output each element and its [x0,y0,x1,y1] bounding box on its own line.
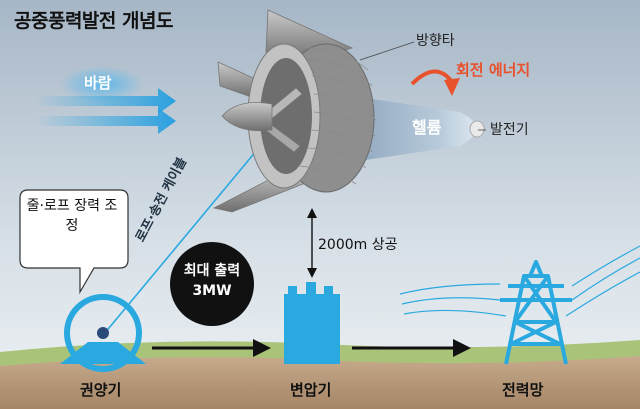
transformer-terminal-3 [324,286,333,296]
transformer-label: 변압기 [290,381,332,399]
winch-label: 권양기 [80,381,122,399]
wind-arrow-1 [36,88,176,114]
tension-speech-bubble [19,189,129,295]
rotation-arrow-head [444,78,460,96]
generator-cap [469,120,485,138]
power-lines [399,245,640,317]
power-grid-label: 전력망 [502,381,544,399]
winch-wheel [64,294,142,372]
wind-arrow-2 [36,108,176,134]
rudder-pointer [359,41,415,61]
transformer-body [284,294,340,364]
transformer-terminal-1 [288,286,297,296]
tension-label: 줄·로프 장력 조정 [26,198,118,235]
wind-label: 바람 [84,74,112,92]
wind-glow [60,66,144,102]
winch-base [60,342,146,364]
helium-label: 헬륨 [412,118,442,137]
duct-ribs [299,47,377,185]
power-tower [500,260,572,365]
rudder-label: 방향타 [416,33,455,49]
altitude-arrow-down [307,268,317,278]
max-output-label: 최대 출력 3MW [183,263,241,299]
helium-balloon [352,96,476,162]
rotation-arrow [410,69,454,86]
altitude-arrow-up [307,208,317,218]
rotor-nose-cone [221,102,273,132]
altitude-label: 2000m 상공 [318,237,398,253]
transformer-terminal-2 [306,282,316,296]
ground-strip [0,356,640,409]
max-output-badge [170,242,254,326]
rotation-energy-label: 회전 에너지 [456,61,531,79]
winch-hub [97,327,109,339]
generator-label: 발전기 [490,122,529,138]
tether-cable [103,143,263,335]
diagram-title: 공중풍력발전 개념도 [14,10,173,32]
